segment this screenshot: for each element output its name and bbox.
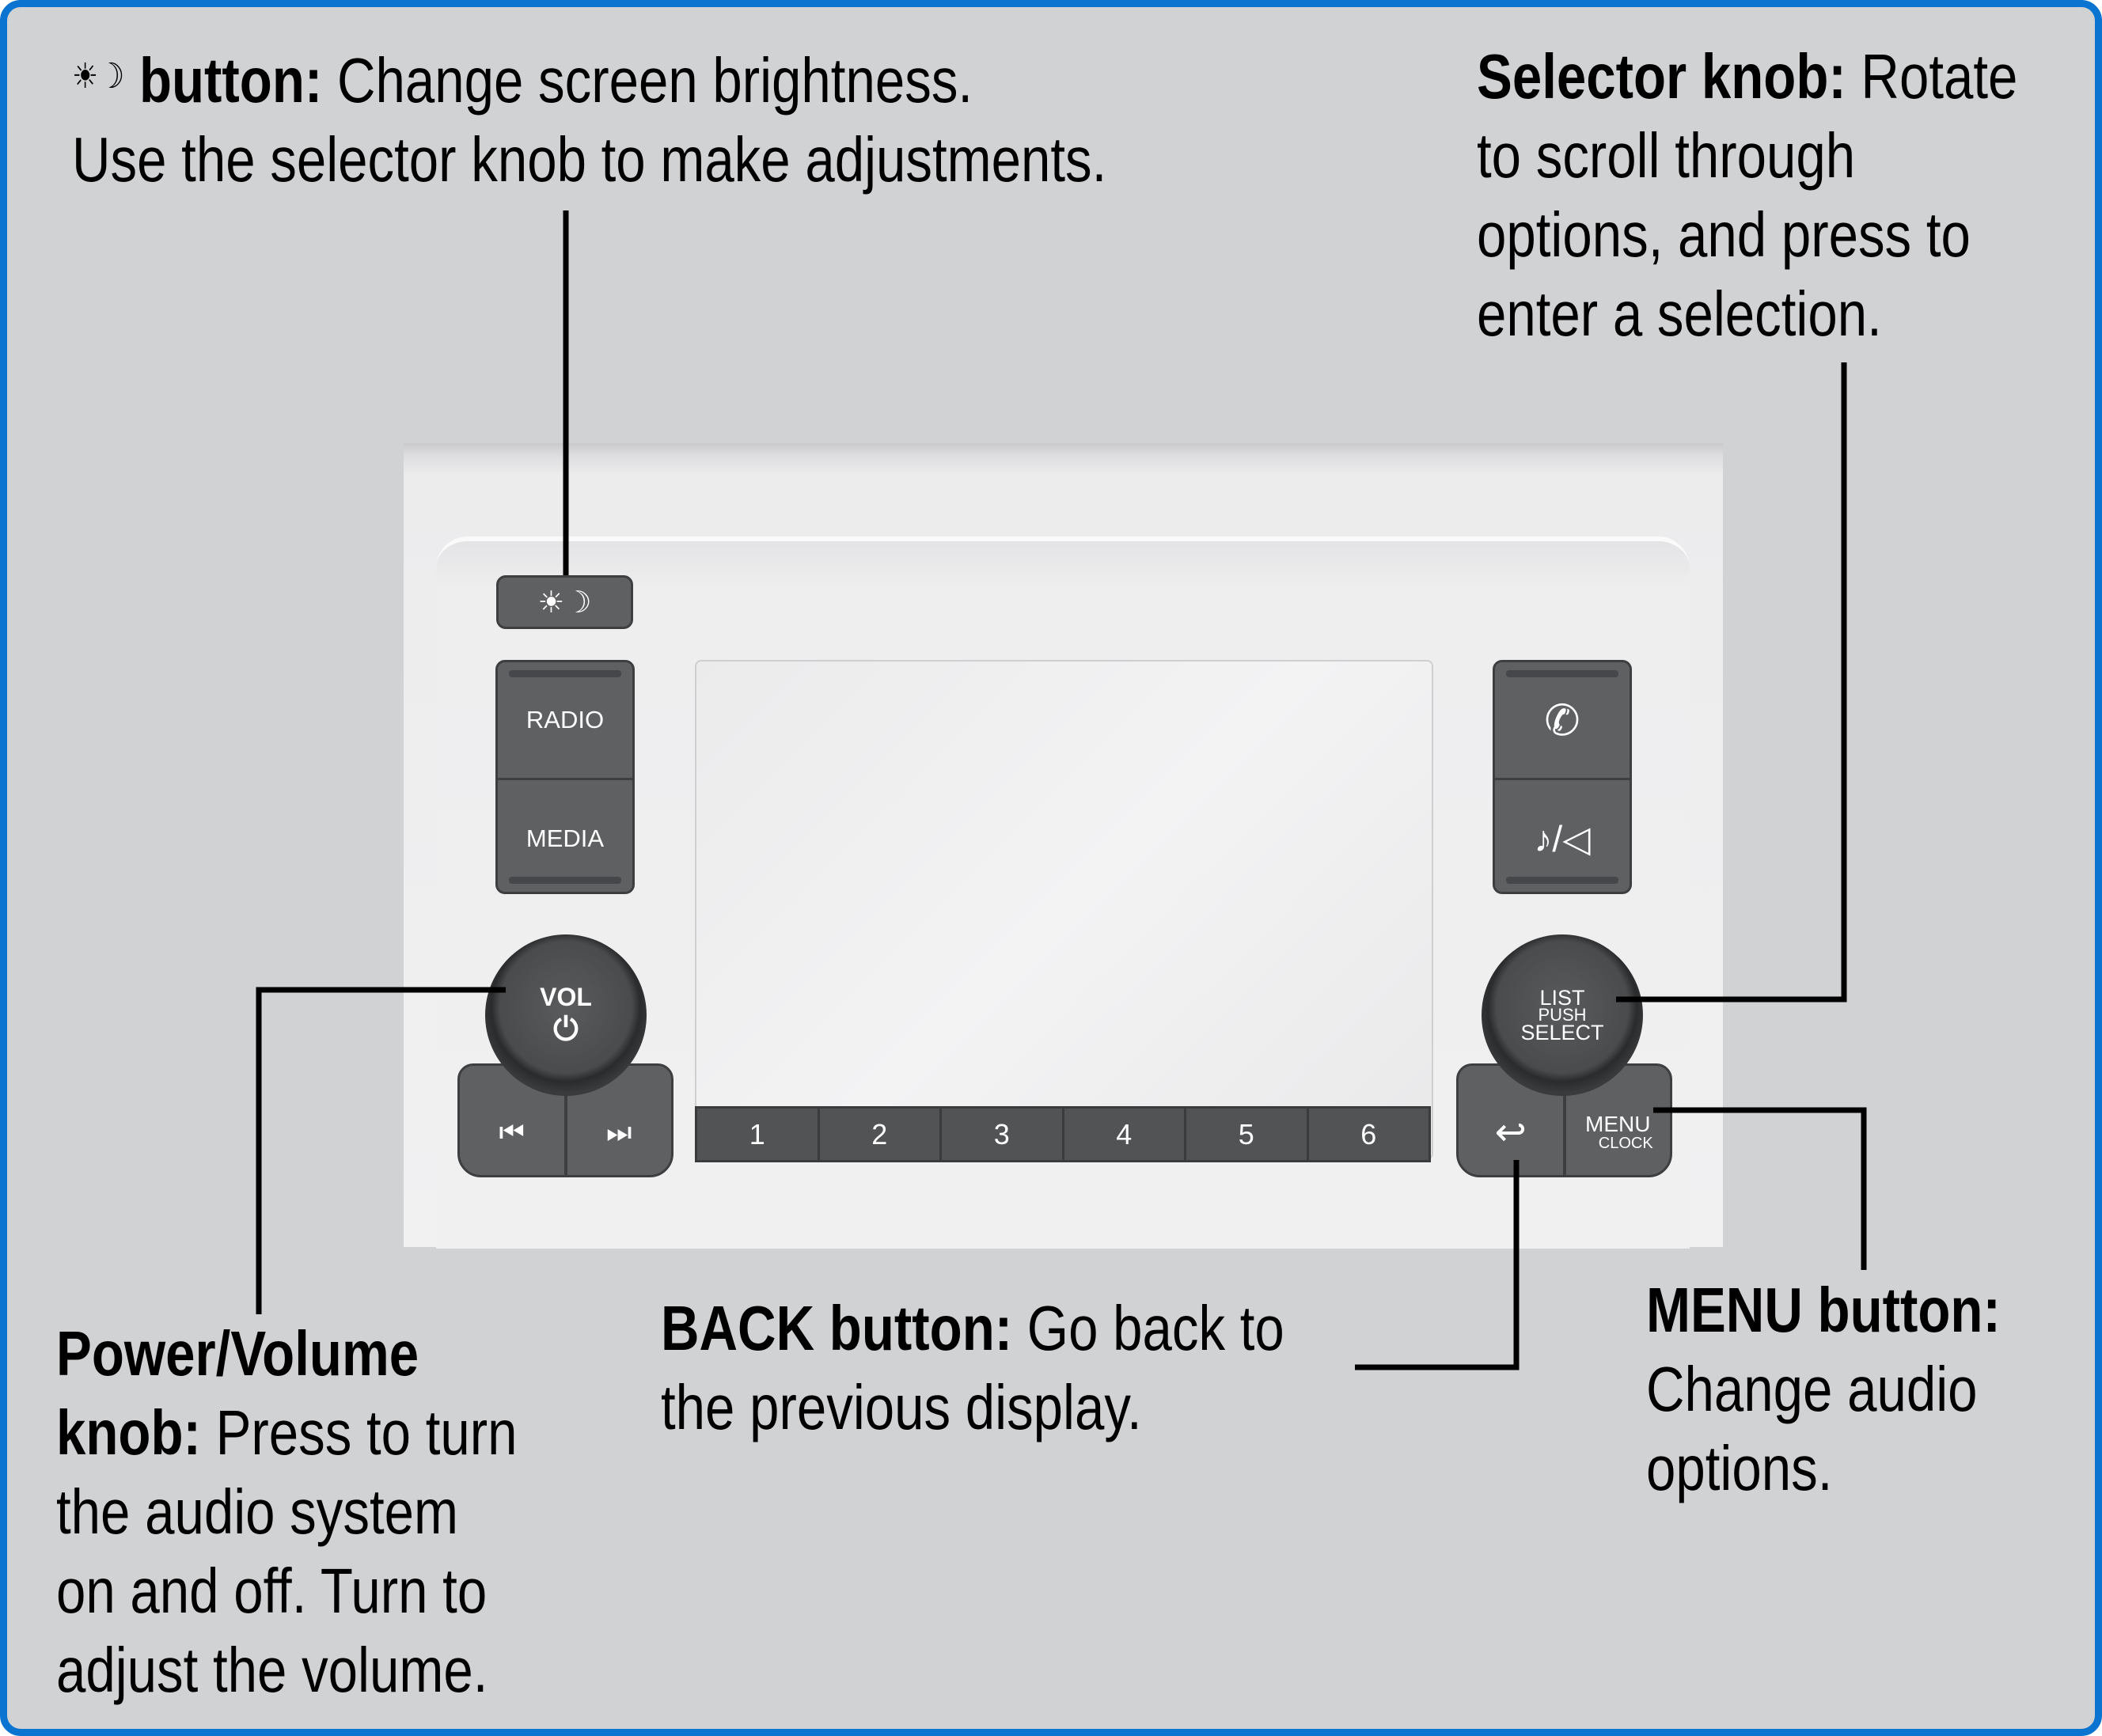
media-button[interactable]: MEDIA — [498, 780, 632, 896]
clock-label: CLOCK — [1598, 1135, 1653, 1152]
callout-title: MENU button: — [1646, 1275, 2001, 1345]
sun-moon-icon: ☀☽ — [537, 586, 592, 620]
sun-moon-icon: ☀☽ — [72, 57, 125, 96]
menu-label: MENU — [1585, 1112, 1651, 1136]
callout-text: options, and press to — [1477, 199, 1971, 270]
callout-title: button: — [138, 45, 323, 116]
skip-forward-icon: ⏭ — [606, 1115, 632, 1148]
preset-button-3[interactable]: 3 — [942, 1109, 1064, 1160]
selector-leader — [1616, 362, 1847, 1003]
preset-button-1[interactable]: 1 — [697, 1109, 820, 1160]
music-speaker-icon: ♪/◁ — [1534, 817, 1591, 859]
callout-text: Change screen brightness. — [322, 45, 973, 116]
menu-callout: MENU button: Change audio options. — [1646, 1271, 2001, 1508]
phone-icon: ✆ — [1544, 696, 1580, 745]
callout-text: on and off. Turn to — [56, 1556, 488, 1626]
brightness-button[interactable]: ☀☽ — [496, 575, 633, 629]
selector-knob[interactable]: LIST PUSH SELECT — [1482, 934, 1643, 1096]
selector-callout: Selector knob: Rotate to scroll through … — [1477, 37, 2017, 354]
callout-text: Rotate — [1846, 41, 2018, 112]
callout-text: enter a selection. — [1477, 279, 1882, 349]
callout-text: the previous display. — [661, 1372, 1142, 1442]
power-icon: ⏻ — [553, 1012, 579, 1047]
callout-title: Power/Volume — [56, 1318, 419, 1389]
display-screen — [695, 660, 1433, 1160]
callout-text: Change audio — [1646, 1354, 1978, 1424]
select-label: SELECT — [1520, 1020, 1604, 1044]
callout-title: knob: — [56, 1397, 201, 1468]
leader-lines — [256, 210, 1867, 1370]
callout-text: adjust the volume. — [56, 1635, 488, 1705]
seek-buttons: ⏮ ⏭ — [457, 1063, 673, 1177]
skip-back-button[interactable]: ⏮ — [460, 1066, 567, 1175]
callout-title: BACK button: — [661, 1293, 1013, 1363]
power-volume-knob[interactable]: VOL ⏻ — [485, 934, 647, 1096]
callout-text: to scroll through — [1477, 120, 1856, 191]
phone-audio-buttons: ✆ ♪/◁ — [1493, 660, 1632, 894]
preset-button-5[interactable]: 5 — [1186, 1109, 1309, 1160]
audio-button[interactable]: ♪/◁ — [1495, 780, 1630, 896]
power-leader — [256, 987, 506, 1314]
back-callout: BACK button: Go back to the previous dis… — [661, 1289, 1284, 1447]
push-label: PUSH — [1538, 1005, 1587, 1025]
back-button[interactable]: ↩ — [1459, 1066, 1566, 1175]
skip-forward-button[interactable]: ⏭ — [567, 1066, 672, 1175]
media-label: MEDIA — [526, 824, 605, 852]
back-arrow-icon: ↩ — [1494, 1112, 1527, 1154]
phone-button[interactable]: ✆ — [1495, 662, 1630, 780]
list-label: LIST — [1539, 985, 1585, 1010]
callout-text: options. — [1646, 1433, 1833, 1503]
vol-label: VOL — [540, 983, 592, 1011]
callout-text: Press to turn — [200, 1397, 518, 1468]
radio-button[interactable]: RADIO — [498, 662, 632, 780]
callout-text: the audio system — [56, 1476, 459, 1547]
skip-back-icon: ⏮ — [499, 1115, 525, 1148]
preset-button-4[interactable]: 4 — [1064, 1109, 1186, 1160]
callout-text: Go back to — [1012, 1293, 1284, 1363]
power-callout: Power/Volume knob: Press to turn the aud… — [56, 1314, 518, 1710]
menu-leader — [1653, 1107, 1867, 1270]
radio-label: RADIO — [526, 706, 605, 733]
menu-button[interactable]: MENU CLOCK — [1566, 1066, 1671, 1175]
preset-button-6[interactable]: 6 — [1360, 1117, 1377, 1150]
preset-buttons: 1 2 3 4 5 6 — [695, 1106, 1431, 1162]
back-leader — [1355, 1160, 1520, 1370]
preset-button-2[interactable]: 2 — [820, 1109, 942, 1160]
brightness-callout: ☀☽ button: Change screen brightness. Use… — [72, 37, 1106, 199]
callout-text: Use the selector knob to make adjustment… — [72, 124, 1107, 195]
callout-title: Selector knob: — [1477, 41, 1846, 112]
radio-media-buttons: RADIO MEDIA — [495, 660, 635, 894]
